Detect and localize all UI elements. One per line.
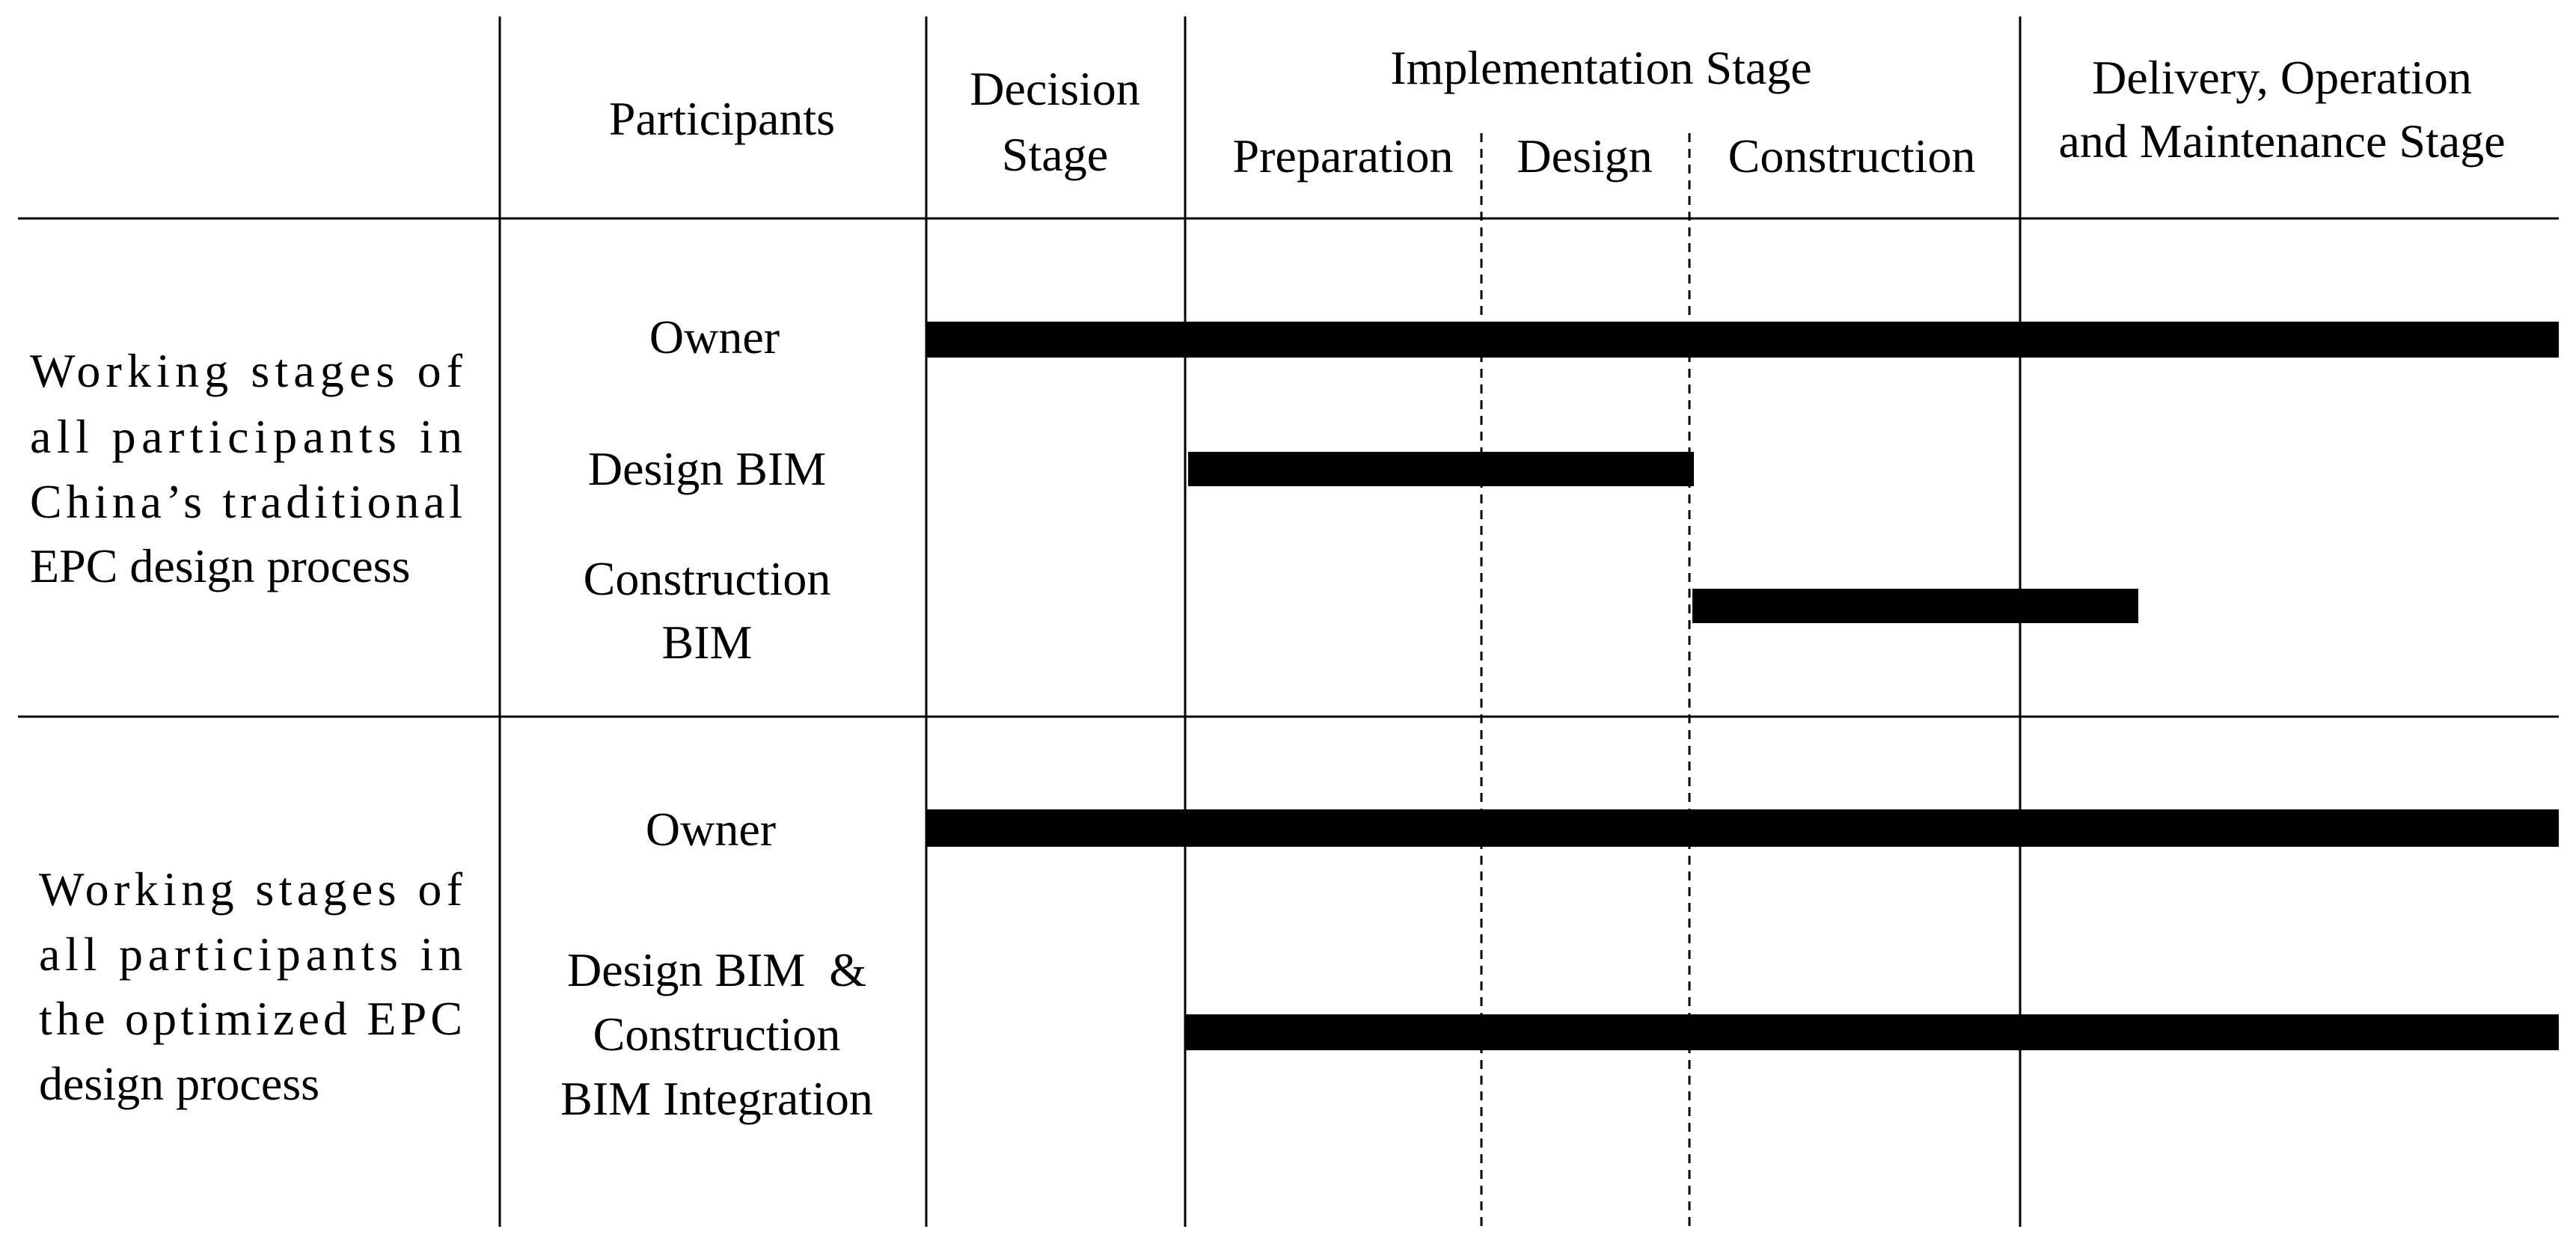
delivery-stage-header-line2: and Maintenance Stage bbox=[2058, 114, 2505, 168]
decision-stage-header-line2: Stage bbox=[1002, 128, 1108, 181]
delivery-stage-header-line1: Delivery, Operation bbox=[2092, 51, 2472, 104]
participant-owner-traditional: Owner bbox=[649, 310, 780, 364]
owner-traditional-bar bbox=[926, 322, 2559, 358]
participant-design-bim: Design BIM bbox=[588, 442, 826, 495]
participant-construction-bim-line1: Construction bbox=[584, 552, 831, 605]
row-label-line: the optimized EPC bbox=[39, 992, 462, 1045]
construction-bim-bar bbox=[1692, 589, 2138, 623]
design-bim-bar bbox=[1188, 452, 1694, 486]
design-header: Design bbox=[1517, 129, 1652, 183]
integration-bar bbox=[1185, 1014, 2559, 1050]
decision-stage-header-line1: Decision bbox=[970, 62, 1140, 115]
construction-header: Construction bbox=[1728, 129, 1976, 183]
row-label-line: Working stages of bbox=[30, 344, 463, 397]
dashed-lines bbox=[1480, 133, 1691, 1227]
preparation-header: Preparation bbox=[1233, 129, 1454, 183]
participant-construction-bim-line2: BIM bbox=[662, 616, 753, 669]
row-label-line: China’s traditional bbox=[30, 475, 462, 528]
row-label-line: all participants in bbox=[30, 410, 462, 463]
participant-owner-optimized: Owner bbox=[646, 803, 776, 856]
stage-bars bbox=[926, 322, 2559, 1050]
participant-integration-line3: BIM Integration bbox=[560, 1072, 873, 1125]
implementation-stage-header: Implementation Stage bbox=[1390, 41, 1811, 94]
owner-optimized-bar bbox=[926, 809, 2559, 847]
row-label-optimized: Working stages of all participants in th… bbox=[39, 862, 463, 1110]
row-label-line: Working stages of bbox=[39, 862, 463, 916]
participant-integration-line2: Construction bbox=[593, 1008, 841, 1061]
row-label-line: all participants in bbox=[39, 928, 462, 981]
participants-header: Participants bbox=[609, 92, 835, 145]
participant-integration-line1: Design BIM & bbox=[567, 943, 866, 996]
row-label-traditional: Working stages of all participants in Ch… bbox=[30, 344, 463, 592]
row-label-line: design process bbox=[39, 1057, 319, 1110]
row-label-line: EPC design process bbox=[30, 539, 410, 592]
